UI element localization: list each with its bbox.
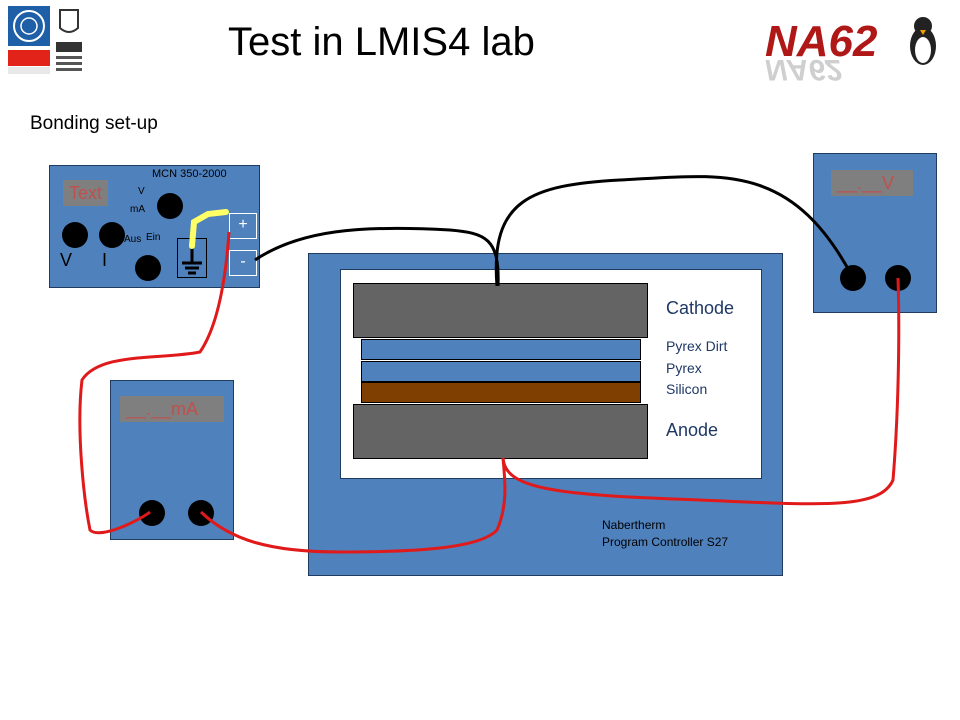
ammeter-display: __.__mA [120,396,224,422]
power-supply-model: MCN 350-2000 [152,168,227,180]
power-switch-knob[interactable] [135,255,161,281]
red-anode-to-voltmeter-wire [501,277,901,506]
na62-logo: NA62 NA62 [755,12,950,86]
silicon-label: Silicon [666,381,708,397]
ammeter-com-jack[interactable] [139,500,165,526]
current-adjust-knob[interactable] [99,222,125,248]
anode-electrode [353,404,648,459]
pyrex-dirt-label: Pyrex Dirt [666,338,728,354]
switch-off-label: Aus [124,234,142,245]
page-title: Test in LMIS4 lab [228,20,535,64]
silicon-layer [361,382,641,403]
cathode-electrode [353,283,648,338]
cern-logo-icon [8,6,50,46]
ucl-logo-icon [56,9,82,71]
epfl-logo-icon [8,50,50,74]
red-ammeter-to-anode-wire [199,457,507,554]
svg-text:NA62: NA62 [765,53,842,84]
pyrex-label: Pyrex [666,360,702,376]
black-negative-to-cathode-wire [254,226,500,287]
pyrex-dirt-layer [361,339,641,360]
voltage-adjust-knob[interactable] [62,222,88,248]
range-ma-label: mA [130,204,145,215]
voltage-meter-label: V [60,250,73,270]
voltmeter-com-jack[interactable] [840,265,866,291]
anode-label: Anode [666,420,719,440]
current-meter-label: I [102,250,108,270]
positive-terminal[interactable]: + [229,213,257,239]
cathode-label: Cathode [666,298,735,318]
setup-subtitle: Bonding set-up [30,113,158,134]
svg-text:NA62: NA62 [765,17,878,66]
voltmeter-display: __.__V [831,170,913,196]
negative-terminal[interactable]: - [229,250,257,276]
range-v-label: V [138,186,145,197]
oven-brand: Nabertherm [602,518,666,532]
range-selector-knob[interactable] [157,193,183,219]
oven-controller: Program Controller S27 [602,535,729,549]
ucl-logo [52,6,86,78]
pyrex-layer [361,361,641,382]
epfl-logo [8,50,50,74]
red-positive-to-ammeter-wire [78,231,231,535]
switch-on-label: Ein [146,232,161,243]
yellow-ground-wire [189,209,229,249]
na62-penguin-logo-icon: NA62 NA62 [765,17,936,86]
power-supply-display: Text [63,180,109,206]
black-cathode-to-voltmeter-wire [494,175,854,287]
cern-logo [8,6,50,46]
